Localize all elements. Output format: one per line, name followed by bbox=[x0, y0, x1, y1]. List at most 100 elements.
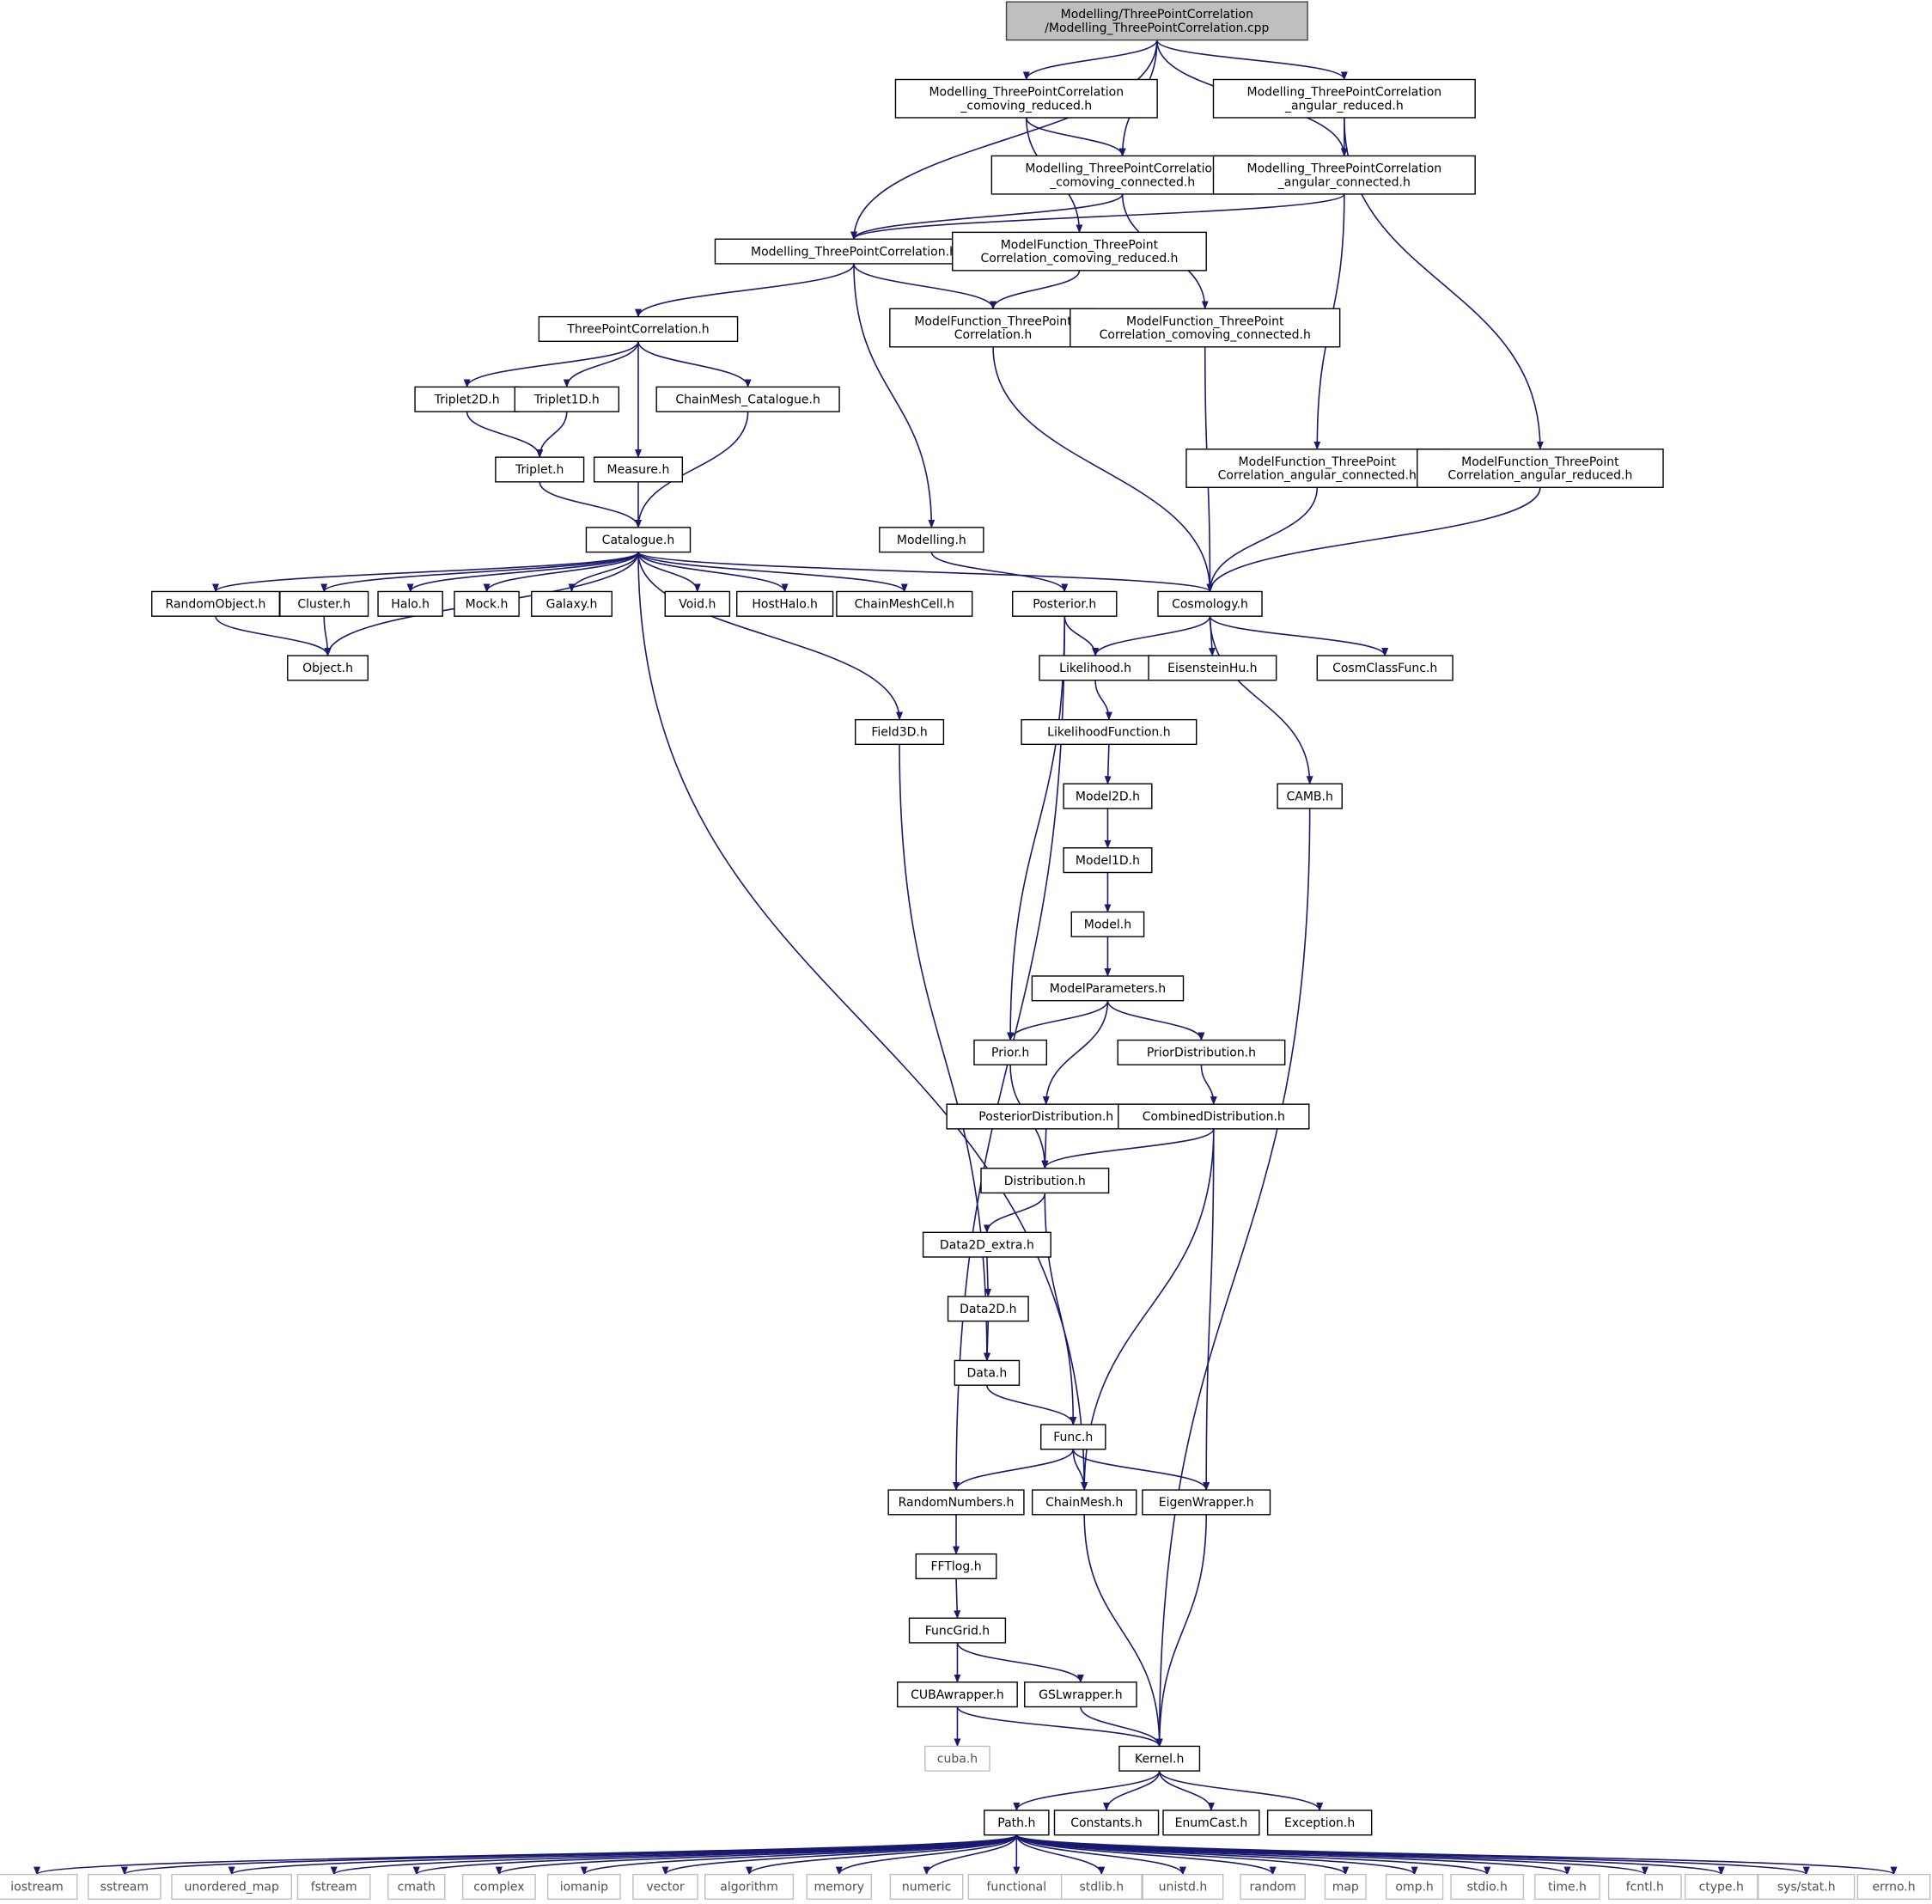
node-obj[interactable]: Object.h bbox=[287, 655, 369, 681]
node-tpc[interactable]: ThreePointCorrelation.h bbox=[538, 315, 739, 343]
node-trip[interactable]: Triplet.h bbox=[495, 456, 585, 483]
node-eig[interactable]: EigenWrapper.h bbox=[1142, 1489, 1271, 1516]
node-label: sys/stat.h bbox=[1777, 1881, 1836, 1895]
node-box bbox=[1324, 1873, 1367, 1900]
node-label: time.h bbox=[1548, 1881, 1587, 1895]
node-cosm[interactable]: Cosmology.h bbox=[1157, 590, 1263, 617]
node-likf[interactable]: LikelihoodFunction.h bbox=[1021, 718, 1198, 746]
node-clu[interactable]: Cluster.h bbox=[279, 590, 369, 617]
node-postd[interactable]: PosteriorDistribution.h bbox=[946, 1103, 1147, 1130]
node-cmcell[interactable]: ChainMeshCell.h bbox=[836, 590, 973, 617]
node-box bbox=[546, 1873, 621, 1900]
node-ccf[interactable]: CosmClassFunc.h bbox=[1316, 655, 1454, 681]
node-meas[interactable]: Measure.h bbox=[593, 456, 684, 483]
node-label: Cluster.h bbox=[297, 598, 350, 612]
node-func[interactable]: Func.h bbox=[1040, 1424, 1106, 1450]
node-box bbox=[296, 1873, 371, 1900]
node-box bbox=[1118, 1103, 1310, 1130]
node-const[interactable]: Constants.h bbox=[1053, 1809, 1160, 1836]
node-mock[interactable]: Mock.h bbox=[454, 590, 520, 617]
node-box bbox=[1385, 1873, 1444, 1900]
node-t2d[interactable]: Triplet2D.h bbox=[414, 386, 520, 412]
node-crh[interactable]: Modelling_ThreePointCorrelation_comoving… bbox=[894, 78, 1158, 119]
node-box bbox=[1417, 449, 1664, 488]
edge-path-to-algorithm bbox=[746, 1834, 1018, 1876]
node-cuba[interactable]: CUBAwrapper.h bbox=[897, 1681, 1018, 1708]
node-fft[interactable]: FFTlog.h bbox=[915, 1553, 997, 1580]
node-f3d[interactable]: Field3D.h bbox=[854, 718, 945, 746]
edge-m3h-to-mf bbox=[853, 263, 996, 310]
node-eh[interactable]: EisensteinHu.h bbox=[1148, 655, 1277, 681]
node-label: Data2D.h bbox=[960, 1303, 1016, 1316]
node-label: vector bbox=[646, 1881, 685, 1895]
node-ro[interactable]: RandomObject.h bbox=[151, 590, 281, 617]
node-camb[interactable]: CAMB.h bbox=[1277, 783, 1343, 809]
edge-mfcr-to-mf bbox=[990, 270, 1081, 310]
node-label: Posterior.h bbox=[1033, 598, 1096, 612]
node-hh[interactable]: HostHalo.h bbox=[736, 590, 834, 617]
edge-likf-to-m2d bbox=[1104, 744, 1112, 785]
node-mf[interactable]: ModelFunction_ThreePointCorrelation.h bbox=[889, 308, 1097, 348]
node-exc[interactable]: Exception.h bbox=[1266, 1809, 1373, 1836]
node-t1d[interactable]: Triplet1D.h bbox=[514, 386, 620, 412]
node-mfcc[interactable]: ModelFunction_ThreePointCorrelation_como… bbox=[1070, 308, 1341, 348]
node-cat[interactable]: Catalogue.h bbox=[585, 527, 692, 553]
node-dist[interactable]: Distribution.h bbox=[980, 1168, 1110, 1194]
node-post[interactable]: Posterior.h bbox=[1012, 590, 1118, 617]
edge-pdist-to-comb bbox=[1200, 1065, 1217, 1106]
node-d2dx[interactable]: Data2D_extra.h bbox=[922, 1231, 1051, 1258]
node-rn[interactable]: RandomNumbers.h bbox=[887, 1489, 1025, 1516]
node-model[interactable]: Model.h bbox=[1070, 911, 1145, 937]
node-data[interactable]: Data.h bbox=[954, 1359, 1021, 1386]
node-box bbox=[1212, 78, 1476, 119]
node-halo[interactable]: Halo.h bbox=[377, 590, 443, 617]
node-vector: vector bbox=[632, 1873, 698, 1900]
node-box bbox=[585, 527, 692, 553]
node-m3h[interactable]: Modelling_ThreePointCorrelation.h bbox=[714, 238, 994, 265]
edge-path-to-errno bbox=[1015, 1834, 1898, 1876]
node-ec[interactable]: EnumCast.h bbox=[1162, 1809, 1260, 1836]
node-modl[interactable]: Modelling.h bbox=[879, 527, 984, 553]
node-box bbox=[897, 1681, 1018, 1708]
node-fg[interactable]: FuncGrid.h bbox=[908, 1617, 1007, 1644]
node-label: Correlation_comoving_connected.h bbox=[1100, 328, 1311, 342]
node-label: omp.h bbox=[1395, 1881, 1433, 1895]
node-prior[interactable]: Prior.h bbox=[973, 1039, 1048, 1065]
node-mfcr[interactable]: ModelFunction_ThreePointCorrelation_como… bbox=[952, 231, 1207, 272]
node-mfac[interactable]: ModelFunction_ThreePointCorrelation_angu… bbox=[1185, 449, 1449, 488]
node-box bbox=[1277, 783, 1343, 809]
node-label: Correlation_comoving_reduced.h bbox=[980, 252, 1178, 265]
node-d2d[interactable]: Data2D.h bbox=[947, 1296, 1029, 1322]
edge-post-to-lik bbox=[1064, 616, 1100, 657]
node-m2d[interactable]: Model2D.h bbox=[1063, 783, 1153, 809]
node-root[interactable]: Modelling/ThreePointCorrelation/Modellin… bbox=[1005, 1, 1308, 41]
edge-path-to-complex bbox=[496, 1834, 1018, 1876]
edge-t2d-to-trip bbox=[466, 411, 544, 459]
node-lik[interactable]: Likelihood.h bbox=[1039, 655, 1152, 681]
node-pdist[interactable]: PriorDistribution.h bbox=[1117, 1039, 1286, 1065]
node-void[interactable]: Void.h bbox=[664, 590, 731, 617]
node-label: Data.h bbox=[967, 1367, 1008, 1381]
node-cch[interactable]: Modelling_ThreePointCorrelation_comoving… bbox=[990, 155, 1254, 195]
edge-clu-to-obj bbox=[323, 616, 332, 657]
node-kern[interactable]: Kernel.h bbox=[1118, 1745, 1201, 1772]
node-cm[interactable]: ChainMesh.h bbox=[1031, 1489, 1137, 1516]
node-label: Modelling_ThreePointCorrelation.h bbox=[751, 245, 957, 259]
edge-cm-to-kern bbox=[1083, 1514, 1163, 1748]
node-arh[interactable]: Modelling_ThreePointCorrelation_angular_… bbox=[1212, 78, 1476, 119]
node-ach[interactable]: Modelling_ThreePointCorrelation_angular_… bbox=[1212, 155, 1476, 195]
node-cmc[interactable]: ChainMesh_Catalogue.h bbox=[655, 386, 840, 412]
edge-func-to-cm bbox=[1072, 1449, 1088, 1492]
node-path[interactable]: Path.h bbox=[984, 1809, 1050, 1836]
node-box bbox=[1021, 718, 1198, 746]
node-box bbox=[414, 386, 520, 412]
node-mpar[interactable]: ModelParameters.h bbox=[1031, 975, 1185, 1002]
node-mfar[interactable]: ModelFunction_ThreePointCorrelation_angu… bbox=[1417, 449, 1664, 488]
edge-dist-to-func bbox=[1044, 1193, 1077, 1426]
node-gsl[interactable]: GSLwrapper.h bbox=[1024, 1681, 1137, 1708]
node-label: Prior.h bbox=[991, 1047, 1029, 1060]
node-comb[interactable]: CombinedDistribution.h bbox=[1118, 1103, 1310, 1130]
node-gal[interactable]: Galaxy.h bbox=[531, 590, 613, 617]
node-m1d[interactable]: Model1D.h bbox=[1063, 847, 1153, 874]
node-label: functional bbox=[986, 1881, 1046, 1895]
